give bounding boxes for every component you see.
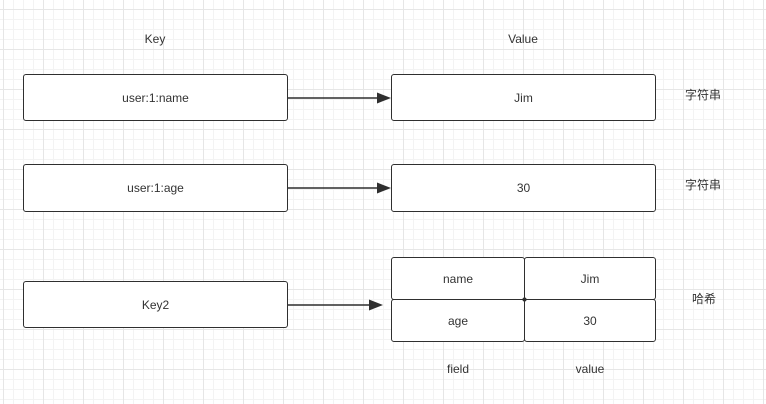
type-label-string-1: 字符串 bbox=[685, 88, 722, 102]
field-column-label: field bbox=[446, 362, 470, 376]
hash-field-cell-name: name bbox=[391, 257, 525, 300]
value-box-user-age: 30 bbox=[391, 164, 656, 212]
key-column-header: Key bbox=[144, 32, 166, 46]
type-label-string-2: 字符串 bbox=[685, 178, 722, 192]
arrow-head-row1 bbox=[377, 92, 391, 104]
value-box-user-name: Jim bbox=[391, 74, 656, 121]
value-column-header: Value bbox=[508, 32, 538, 46]
hash-value-cell-name: Jim bbox=[524, 257, 656, 300]
key-box-user-age: user:1:age bbox=[23, 164, 288, 212]
key-box-key2: Key2 bbox=[23, 281, 288, 328]
hash-field-cell-age: age bbox=[391, 299, 525, 342]
arrow-head-row2 bbox=[377, 182, 391, 194]
type-label-hash: 哈希 bbox=[692, 292, 717, 306]
hash-value-cell-age: 30 bbox=[524, 299, 656, 342]
value-column-label: value bbox=[575, 362, 605, 376]
arrow-head-row3 bbox=[369, 299, 383, 311]
key-box-user-name: user:1:name bbox=[23, 74, 288, 121]
